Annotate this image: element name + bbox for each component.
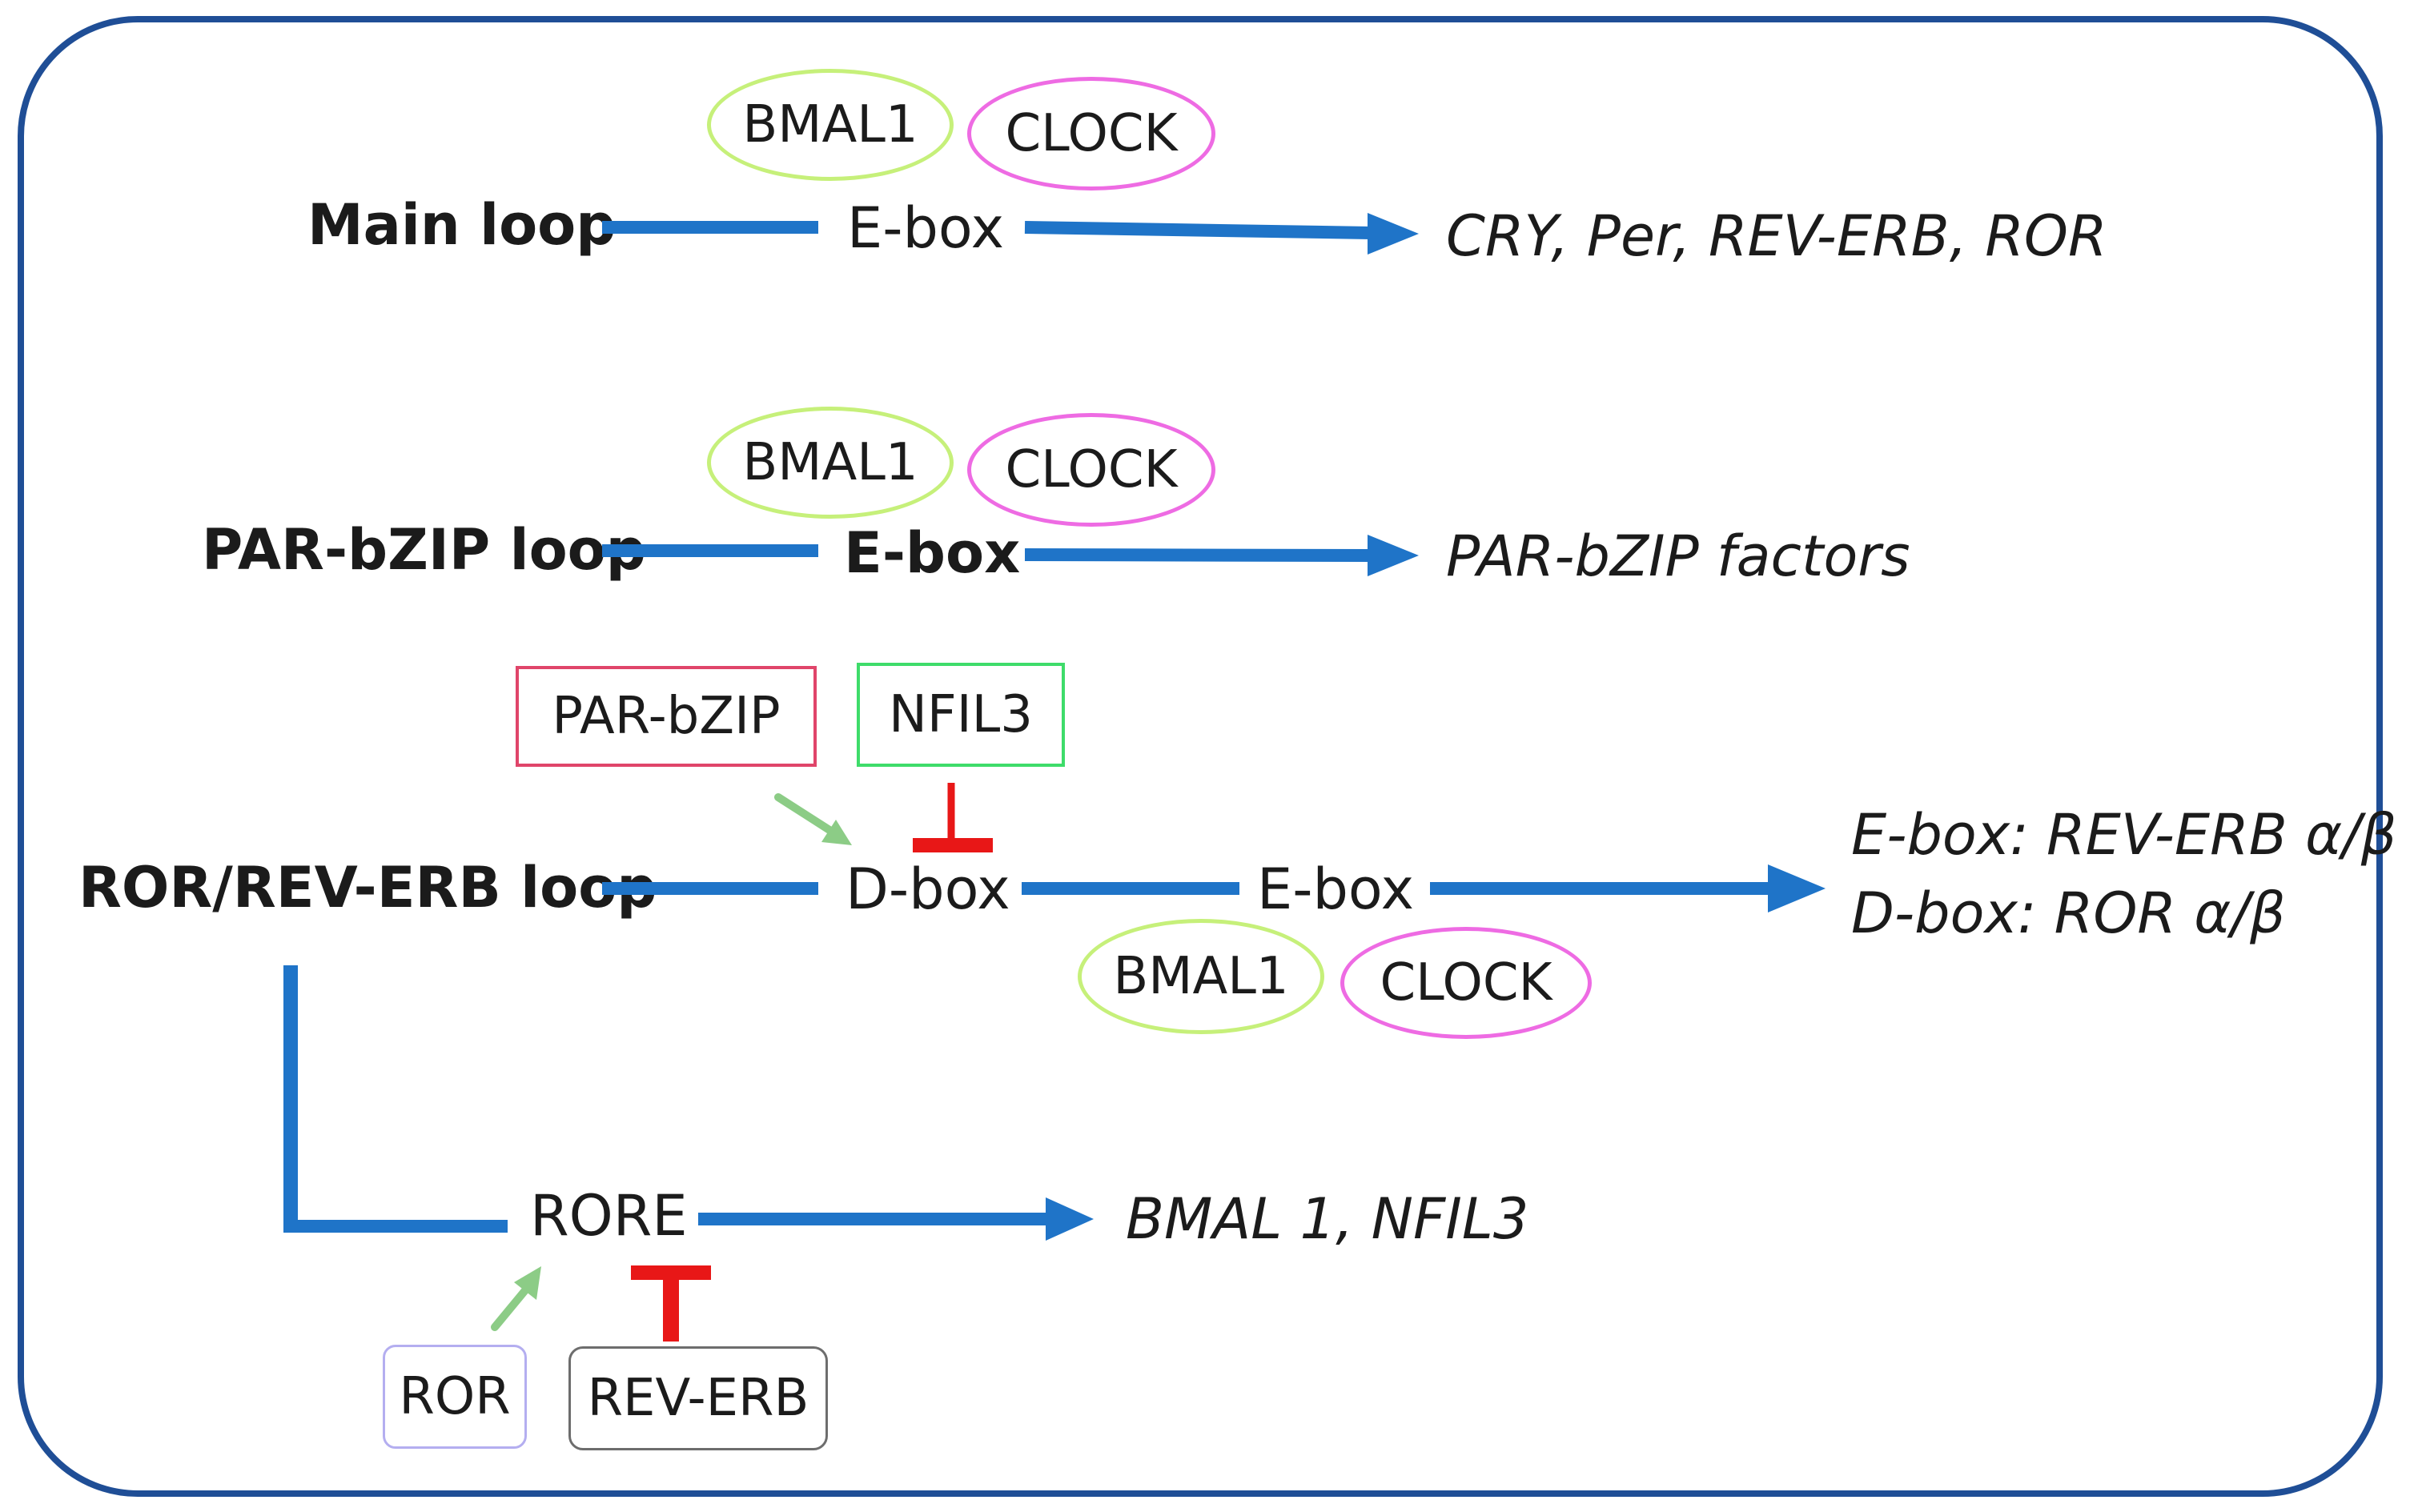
parbzip-activator-box: PAR-bZIP	[516, 666, 817, 767]
rev-erb-inhibition-bar	[631, 1265, 711, 1342]
main-loop-connector	[602, 221, 818, 234]
parbzip-loop-ebox: E-box	[844, 520, 1021, 586]
ror-loop-clock: CLOCK	[1340, 927, 1592, 1039]
rev-erb-repressor-box: REV-ERB	[568, 1346, 828, 1450]
main-loop-label: Main loop	[307, 192, 617, 258]
rore-branch-vertical	[283, 965, 298, 1233]
rore-element: RORE	[530, 1183, 688, 1249]
main-loop-bmal1: BMAL1	[707, 69, 954, 181]
rore-branch-horizontal	[283, 1220, 508, 1233]
ror-loop-label: ROR/REV-ERB loop	[78, 855, 657, 920]
main-loop-targets: CRY, Per, REV-ERB, ROR	[1446, 203, 2107, 269]
ror-loop-arrow	[1430, 864, 1826, 912]
parbzip-activation-arrow	[774, 793, 852, 845]
panel-border	[18, 16, 2383, 1497]
ror-activator-box: ROR	[383, 1345, 527, 1449]
parbzip-loop-connector	[602, 544, 818, 557]
main-loop-arrow	[1024, 213, 1419, 255]
ror-loop-target-dbox: D-box: ROR α/β	[1851, 880, 2286, 946]
ror-loop-connector	[602, 882, 818, 895]
main-loop-ebox: E-box	[847, 195, 1005, 261]
parbzip-loop-clock: CLOCK	[967, 413, 1215, 527]
dbox-ebox-connector	[1022, 882, 1239, 895]
ror-loop-dbox: D-box	[846, 856, 1010, 922]
ror-loop-target-ebox: E-box: REV-ERB α/β	[1851, 802, 2397, 868]
ror-activation-arrow	[491, 1266, 541, 1331]
ror-loop-bmal1: BMAL1	[1078, 919, 1324, 1034]
rore-targets: BMAL 1, NFIL3	[1126, 1186, 1529, 1252]
nfil3-repressor-box: NFIL3	[857, 663, 1065, 767]
nfil3-inhibition-bar	[913, 783, 993, 852]
rore-arrow	[698, 1197, 1094, 1241]
ror-loop-ebox: E-box	[1257, 856, 1415, 922]
parbzip-loop-arrow	[1024, 535, 1419, 576]
parbzip-loop-targets: PAR-bZIP factors	[1446, 523, 1910, 589]
main-loop-clock: CLOCK	[967, 77, 1215, 191]
parbzip-loop-label: PAR-bZIP loop	[202, 517, 646, 583]
parbzip-loop-bmal1: BMAL1	[707, 407, 954, 519]
